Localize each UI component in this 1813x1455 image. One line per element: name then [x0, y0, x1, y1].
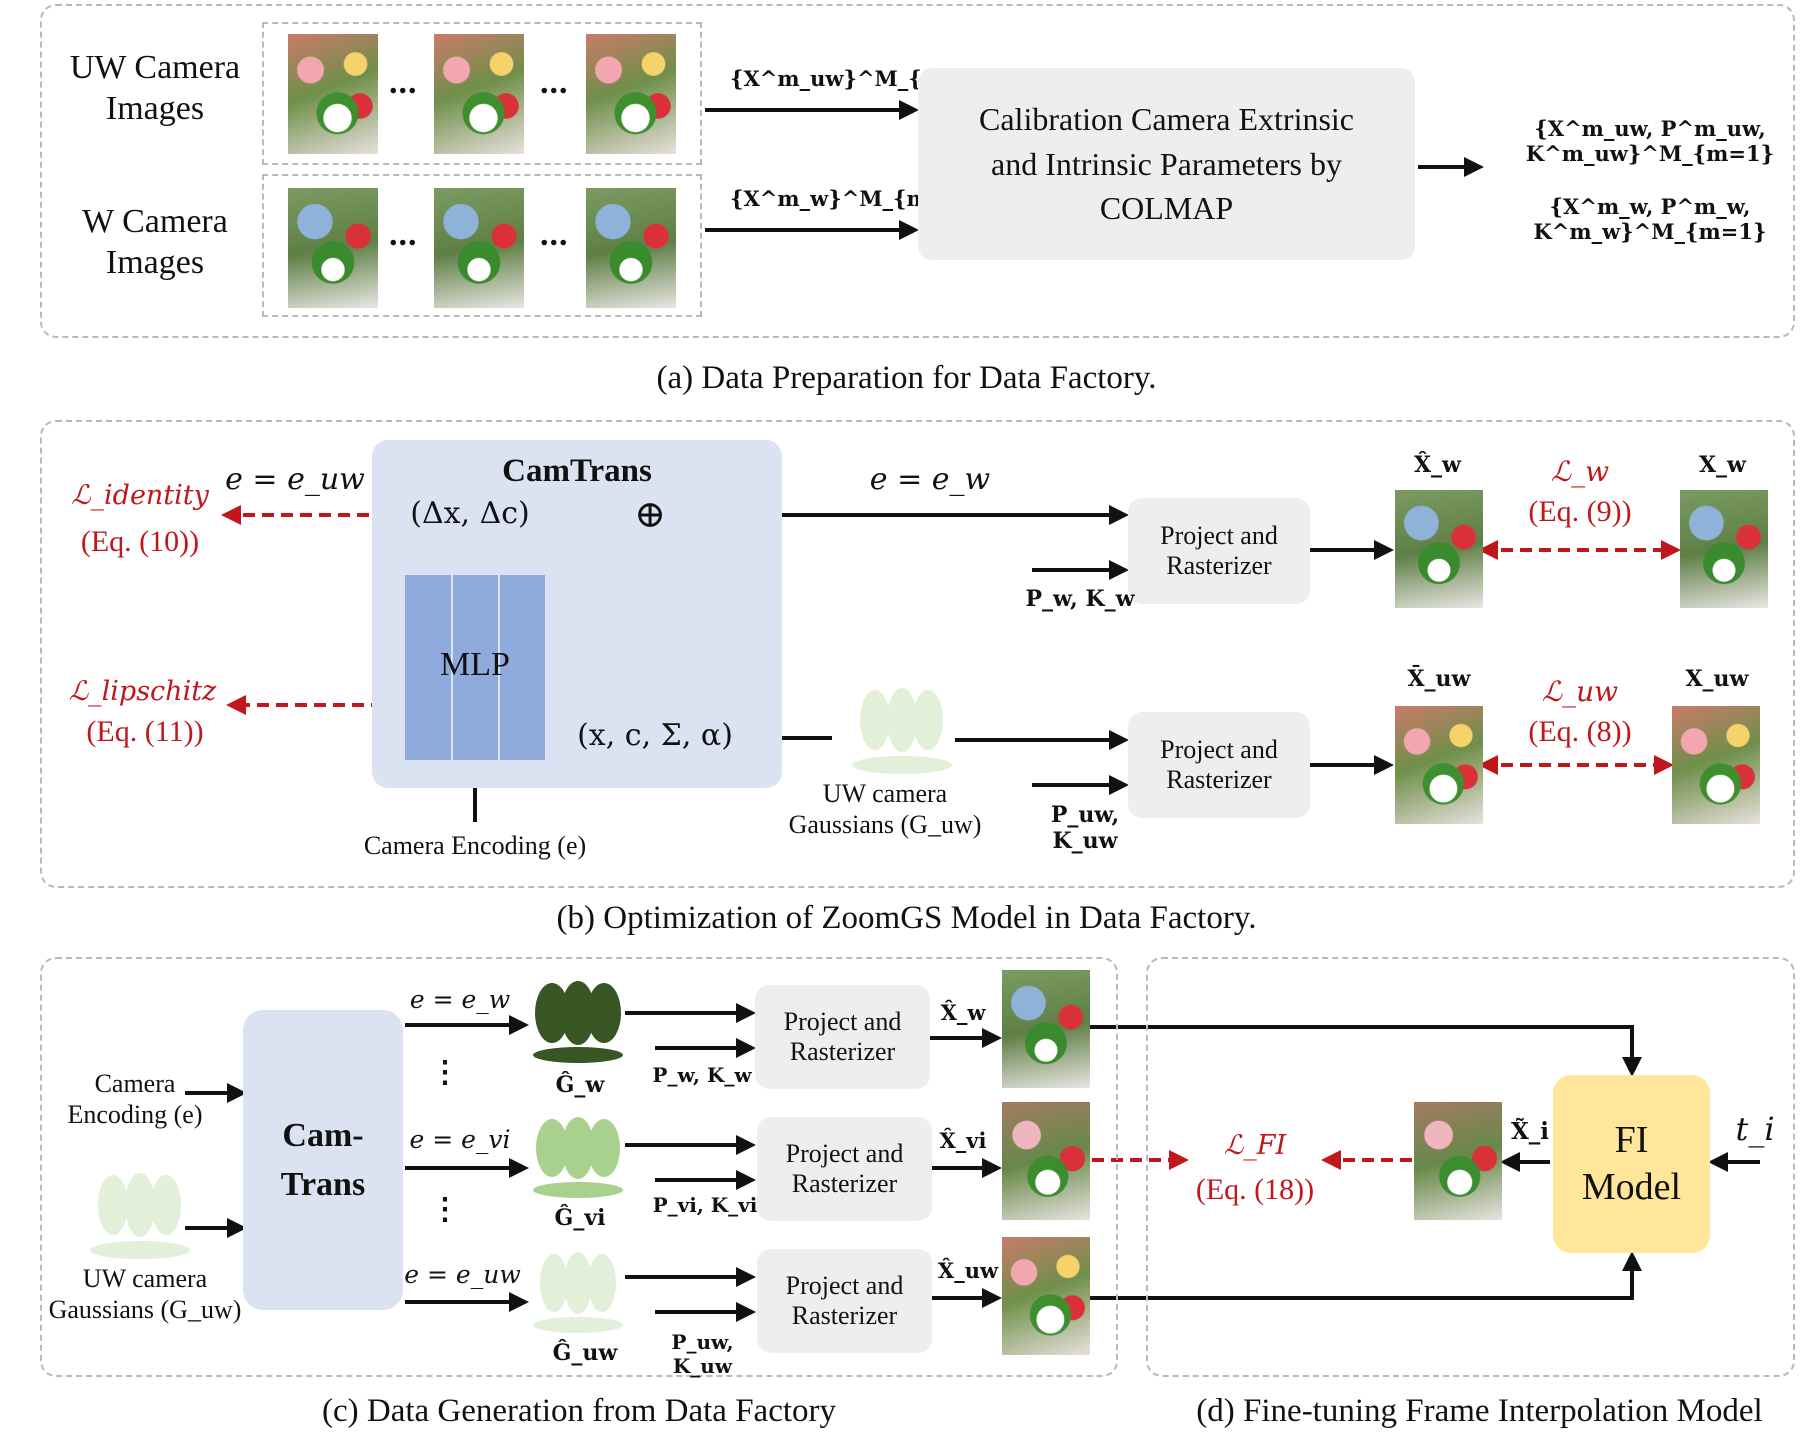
- ellipsis-3: ...: [389, 216, 418, 253]
- panel-a-frame: [40, 4, 1795, 338]
- project-rasterizer-bottom: Project and Rasterizer: [1128, 712, 1310, 818]
- uw-image-thumb-3: [586, 34, 676, 154]
- e-equals-euw-label: e = e_uw: [225, 462, 365, 497]
- gt-w-image: [1680, 490, 1768, 608]
- mlp-block: [405, 575, 545, 760]
- ellipsis-1: ...: [389, 64, 418, 101]
- eq11-label: (Eq. (11)): [86, 715, 204, 748]
- xtilde-i-label: X̃_i: [1510, 1118, 1550, 1145]
- xhat-uw-c-label: X̂_uw: [937, 1258, 999, 1283]
- caption-c: (c) Data Generation from Data Factory: [321, 1393, 836, 1429]
- eq10-label: (Eq. (10)): [80, 525, 200, 558]
- rendered-w-image: [1395, 490, 1483, 608]
- uw-gaussians-c-icon: [90, 1173, 190, 1259]
- vdots-1: ⋮: [430, 1056, 460, 1089]
- uw-image-thumb-1: [288, 34, 378, 154]
- ellipsis-2: ...: [540, 64, 569, 101]
- project-rasterizer-c2: Project and Rasterizer: [757, 1117, 932, 1221]
- calibration-colmap-box: Calibration Camera Extrinsic and Intrins…: [918, 68, 1415, 260]
- mlp-layer-divider-2: [498, 575, 500, 760]
- project-rasterizer-c1: Project and Rasterizer: [755, 985, 930, 1089]
- gaussians-uw-icon: [533, 1252, 623, 1333]
- e-equals-ew-label: e = e_w: [869, 462, 991, 497]
- set-w-label: {X^m_w}^M_{m=1}: [730, 186, 975, 211]
- uw-gaussians-label: UW camera Gaussians (G_uw): [788, 779, 982, 840]
- caption-d: (d) Fine-tuning Frame Interpolation Mode…: [1196, 1393, 1763, 1429]
- gt-uw-image: [1672, 706, 1760, 824]
- uw-gaussians-c-label: UW camera Gaussians (G_uw): [48, 1264, 242, 1325]
- panel-b-frame: [40, 420, 1795, 888]
- eq8-label: (Eq. (8)): [1528, 715, 1632, 748]
- gaussians-vi-icon: [533, 1117, 623, 1198]
- pk-uw-label: P_uw, K_uw: [1050, 802, 1120, 855]
- loss-lipschitz-label: ℒ_lipschitz: [68, 676, 217, 707]
- x-w-label: X_w: [1698, 452, 1746, 478]
- mlp-label: MLP: [440, 646, 510, 683]
- loss-identity-label: ℒ_identity: [71, 480, 209, 511]
- arrow-xhatw-to-fi: [1090, 1025, 1642, 1077]
- arrow-xhatuw-to-fi: [1090, 1251, 1642, 1300]
- panel-d-frame: [1146, 957, 1795, 1377]
- vdots-2: ⋮: [430, 1193, 460, 1226]
- panel-c-frame: [40, 957, 1118, 1377]
- xhat-w-c-label: X̂_w: [940, 1000, 986, 1025]
- e-ew-c-label: e = e_w: [409, 985, 511, 1014]
- loss-uw-label: ℒ_uw: [1541, 675, 1619, 708]
- e-evi-c-label: e = e_vi: [409, 1125, 511, 1154]
- interpolated-frame-image: [1414, 1102, 1502, 1220]
- uw-gaussians-icon: [852, 688, 952, 774]
- eq18-label: (Eq. (18)): [1195, 1173, 1315, 1206]
- project-rasterizer-c3: Project and Rasterizer: [757, 1249, 932, 1353]
- w-image-thumb-1: [288, 188, 378, 308]
- camtrans-title: CamTrans: [502, 453, 652, 489]
- e-euw-c-label: e = e_uw: [404, 1260, 521, 1289]
- w-image-thumb-2: [434, 188, 524, 308]
- generated-vi-image: [1002, 1102, 1090, 1220]
- x-uw-label: X_uw: [1685, 666, 1749, 692]
- camera-encoding-label: Camera Encoding (e): [363, 831, 587, 860]
- output-w-params: {X^m_w, P^m_w, K^m_w}^M_{m=1}: [1533, 194, 1767, 245]
- caption-b: (b) Optimization of ZoomGS Model in Data…: [556, 900, 1257, 936]
- uw-image-thumb-2: [434, 34, 524, 154]
- g-hat-w-label: Ĝ_w: [555, 1072, 605, 1098]
- uw-thumbnail-group: ... ...: [262, 22, 702, 165]
- generated-w-image: [1002, 970, 1090, 1088]
- camera-encoding-c-label: Camera Encoding (e): [67, 1069, 203, 1130]
- xhat-vi-c-label: X̂_vi: [939, 1128, 987, 1153]
- caption-a: (a) Data Preparation for Data Factory.: [656, 360, 1157, 396]
- w-thumbnail-group: ... ...: [262, 174, 702, 317]
- eq9-label: (Eq. (9)): [1528, 495, 1632, 528]
- t-i-label: t_i: [1735, 1110, 1775, 1148]
- gaussians-w-icon: [533, 981, 623, 1063]
- pk-w-label: P_w, K_w: [1025, 586, 1135, 612]
- oplus-symbol: ⊕: [634, 492, 666, 536]
- g-hat-uw-label: Ĝ_uw: [552, 1340, 618, 1366]
- fi-model-box: FI Model: [1553, 1075, 1710, 1253]
- g-hat-vi-label: Ĝ_vi: [554, 1205, 606, 1231]
- generated-uw-image: [1002, 1237, 1090, 1355]
- uw-camera-images-label: UW Camera Images: [69, 49, 241, 127]
- gaussian-params-label: (x, c, Σ, α): [577, 718, 733, 753]
- rendered-uw-image: [1395, 706, 1483, 824]
- delta-label: (Δx, Δc): [410, 496, 530, 531]
- pk-vi-c-label: P_vi, K_vi: [652, 1193, 758, 1217]
- xbar-uw-label: X̄_uw: [1407, 666, 1471, 692]
- camtrans-c-block: Cam- Trans: [243, 1010, 403, 1310]
- project-rasterizer-top: Project and Rasterizer: [1128, 498, 1310, 604]
- w-image-thumb-3: [586, 188, 676, 308]
- set-uw-label: {X^m_uw}^M_{m=1}: [730, 66, 990, 91]
- mlp-layer-divider-1: [451, 575, 453, 760]
- ellipsis-4: ...: [540, 216, 569, 253]
- xhat-w-label: X̂_w: [1413, 452, 1461, 478]
- pk-w-c-label: P_w, K_w: [652, 1063, 752, 1087]
- loss-fi-label: ℒ_FI: [1223, 1130, 1287, 1161]
- output-uw-params: {X^m_uw, P^m_uw, K^m_uw}^M_{m=1}: [1525, 116, 1775, 167]
- w-camera-images-label: W Camera Images: [82, 203, 228, 281]
- loss-w-label: ℒ_w: [1550, 455, 1610, 488]
- pk-uw-c-label: P_uw, K_uw: [671, 1330, 734, 1378]
